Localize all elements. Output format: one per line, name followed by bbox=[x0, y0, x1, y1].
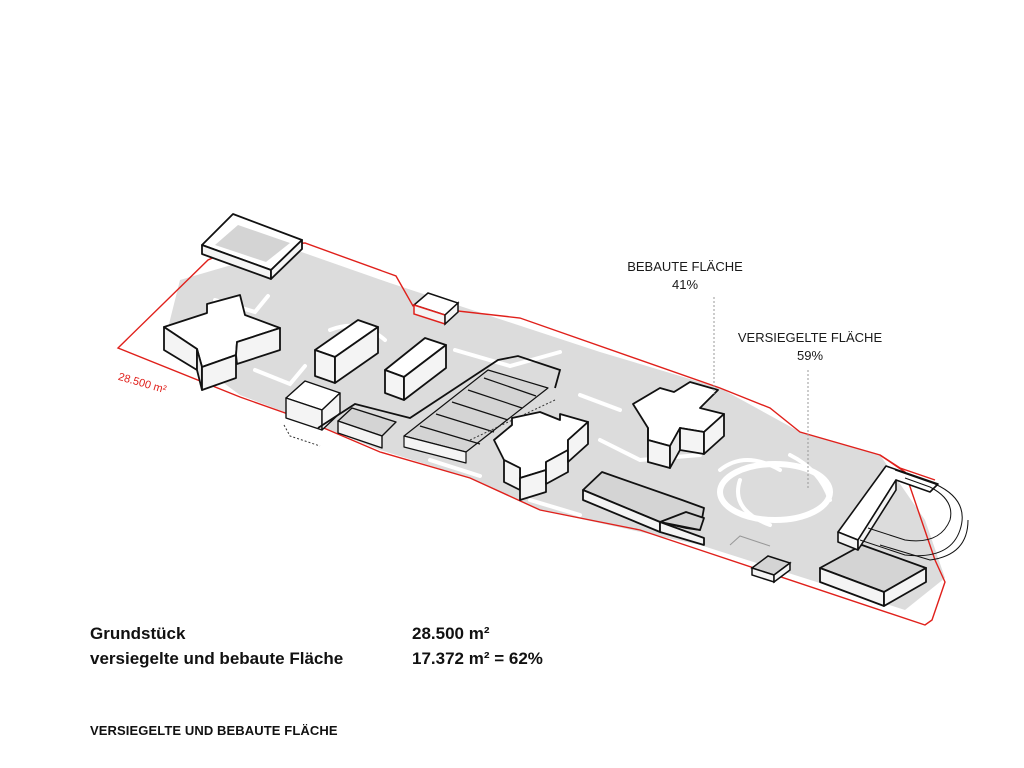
building-f bbox=[403, 369, 549, 464]
stats-value: 17.372 m² = 62% bbox=[412, 649, 543, 668]
site-boundary bbox=[116, 242, 946, 626]
building-e bbox=[285, 380, 397, 449]
building-c bbox=[314, 319, 379, 384]
callout-bebaute-label: BEBAUTE FLÄCHE bbox=[627, 259, 743, 274]
building-d bbox=[384, 337, 447, 401]
building-h bbox=[632, 381, 725, 469]
callout-versiegelte-percent: 59% bbox=[796, 348, 824, 363]
stats-label: Grundstück bbox=[90, 624, 186, 643]
building-i bbox=[582, 471, 705, 546]
building-g bbox=[493, 411, 589, 501]
callout-versiegelte-flaeche: VERSIEGELTE FLÄCHE 59% bbox=[715, 329, 905, 365]
dashed-footprint bbox=[283, 424, 321, 447]
callout-versiegelte-label: VERSIEGELTE FLÄCHE bbox=[737, 330, 883, 345]
building-b bbox=[163, 294, 281, 391]
callout-bebaute-percent: 41% bbox=[671, 277, 699, 292]
building-a bbox=[201, 213, 303, 280]
building-shed bbox=[412, 292, 460, 326]
callout-bebaute-flaeche: BEBAUTE FLÄCHE 41% bbox=[615, 258, 755, 294]
stats-label: versiegelte und bebaute Fläche bbox=[90, 649, 344, 668]
stats-value: 28.500 m² bbox=[412, 624, 490, 643]
stats-row-grundstueck: Grundstück 28.500 m² bbox=[90, 621, 543, 646]
stepped-podium bbox=[859, 469, 969, 561]
building-j bbox=[819, 544, 927, 607]
building-cube bbox=[750, 555, 792, 584]
site-path-outline bbox=[317, 355, 562, 429]
area-stats: Grundstück 28.500 m² versiegelte und beb… bbox=[90, 621, 543, 671]
oval-plaza bbox=[717, 461, 833, 523]
building-k bbox=[837, 465, 939, 551]
outline-stub bbox=[729, 535, 771, 547]
stats-row-versiegelt: versiegelte und bebaute Fläche 17.372 m²… bbox=[90, 646, 543, 671]
boundary-overlay bbox=[879, 454, 936, 481]
figure-caption: VERSIEGELTE UND BEBAUTE FLÄCHE bbox=[90, 723, 338, 738]
